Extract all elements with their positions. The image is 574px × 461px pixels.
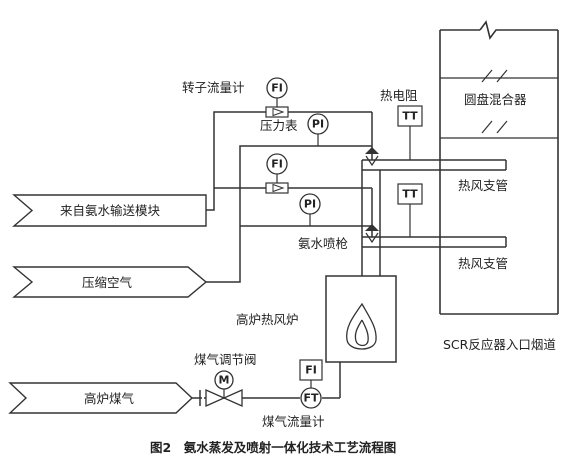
- scr-duct-label: SCR反应器入口烟道: [443, 337, 556, 352]
- pressure-gauge-upper: PI: [307, 113, 329, 146]
- hot-air-branch-lower-label: 热风支管: [458, 256, 508, 271]
- air-supply-lines: [206, 145, 372, 283]
- motor-tag: M: [219, 374, 230, 387]
- spray-gun-lower: [365, 220, 379, 244]
- air-inlet-arrow: [12, 266, 208, 298]
- tt-upper-tag: TT: [402, 110, 418, 123]
- spray-gun-upper: [365, 144, 379, 167]
- pi-lower-tag: PI: [304, 198, 316, 211]
- thermocouple-upper: TT: [397, 105, 423, 160]
- gas-flowmeter: FT FI: [299, 359, 323, 409]
- gas-valve-label: 煤气调节阀: [194, 352, 257, 367]
- scr-inlet-duct: [439, 20, 559, 315]
- ammonia-inlet-arrow: [12, 194, 207, 227]
- ammonia-supply-lines: [206, 111, 373, 220]
- fi-gas-tag: FI: [305, 364, 317, 377]
- spray-gun-label: 氨水喷枪: [298, 236, 349, 251]
- flame-icon: [346, 302, 377, 350]
- stove-label: 高炉热风炉: [236, 312, 299, 327]
- hot-air-branch-lower: [362, 236, 507, 248]
- blast-furnace-stove: [325, 275, 397, 363]
- tt-lower-tag: TT: [402, 188, 418, 201]
- figure-caption: 图2 氨水蒸发及喷射一体化技术工艺流程图: [150, 440, 396, 455]
- gas-control-valve: M: [205, 370, 243, 408]
- pressure-gauge-lower: PI: [299, 193, 321, 226]
- hot-air-branch-upper: [362, 159, 507, 171]
- pressure-gauge-label: 压力表: [260, 118, 298, 133]
- air-inlet-label: 压缩空气: [82, 275, 133, 290]
- gas-inlet-arrow: [8, 382, 194, 414]
- thermocouple-lower: TT: [397, 183, 423, 237]
- rotameter-label: 转子流量计: [182, 80, 245, 95]
- thermocouple-label: 热电阻: [380, 88, 418, 103]
- fi-lower-tag: FI: [271, 158, 283, 171]
- ammonia-inlet-label: 来自氨水输送模块: [60, 203, 161, 218]
- gas-flowmeter-label: 煤气流量计: [262, 414, 325, 429]
- rotameter-upper: FI: [265, 77, 289, 118]
- disc-mixer-label: 圆盘混合器: [464, 92, 527, 107]
- pi-upper-tag: PI: [312, 118, 324, 131]
- ft-tag: FT: [303, 392, 319, 405]
- gas-inlet-label: 高炉煤气: [84, 391, 135, 406]
- rotameter-lower: FI: [265, 153, 289, 194]
- hot-air-riser: [361, 160, 381, 276]
- hot-air-branch-upper-label: 热风支管: [458, 178, 508, 193]
- fi-upper-tag: FI: [271, 82, 283, 95]
